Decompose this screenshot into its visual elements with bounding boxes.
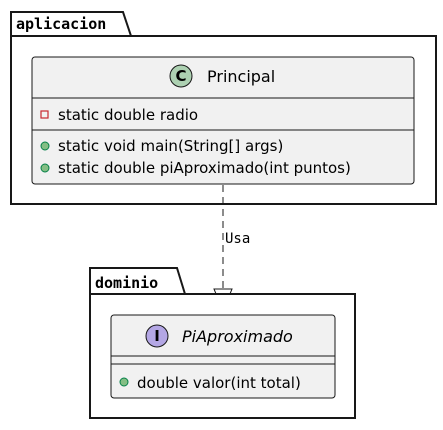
method-row: static double piAproximado(int puntos) xyxy=(40,159,351,177)
class-principal[interactable]: C Principal static double radio static v… xyxy=(31,56,415,185)
svg-text:C: C xyxy=(175,67,186,85)
svg-text:I: I xyxy=(154,327,160,345)
class-name: Principal xyxy=(207,67,275,86)
public-visibility-icon xyxy=(40,163,50,173)
class-badge-icon: C xyxy=(169,64,193,88)
method-text: double valor(int total) xyxy=(137,374,301,392)
method-text: static void main(String[] args) xyxy=(58,137,283,155)
method-text: static double piAproximado(int puntos) xyxy=(58,159,351,177)
package-title: dominio xyxy=(95,274,158,292)
package-title: aplicacion xyxy=(16,15,106,33)
method-row: double valor(int total) xyxy=(119,374,301,392)
public-visibility-icon xyxy=(119,377,129,387)
interface-badge-icon: I xyxy=(145,324,169,348)
relation-label: Usa xyxy=(225,231,250,247)
private-visibility-icon xyxy=(40,110,49,119)
method-row: static void main(String[] args) xyxy=(40,137,283,155)
field-text: static double radio xyxy=(58,106,198,124)
public-visibility-icon xyxy=(40,141,50,151)
interface-piaproximado[interactable]: I PiAproximado double valor(int total) xyxy=(110,314,336,399)
field-row: static double radio xyxy=(40,106,198,124)
interface-name: PiAproximado xyxy=(182,327,293,346)
